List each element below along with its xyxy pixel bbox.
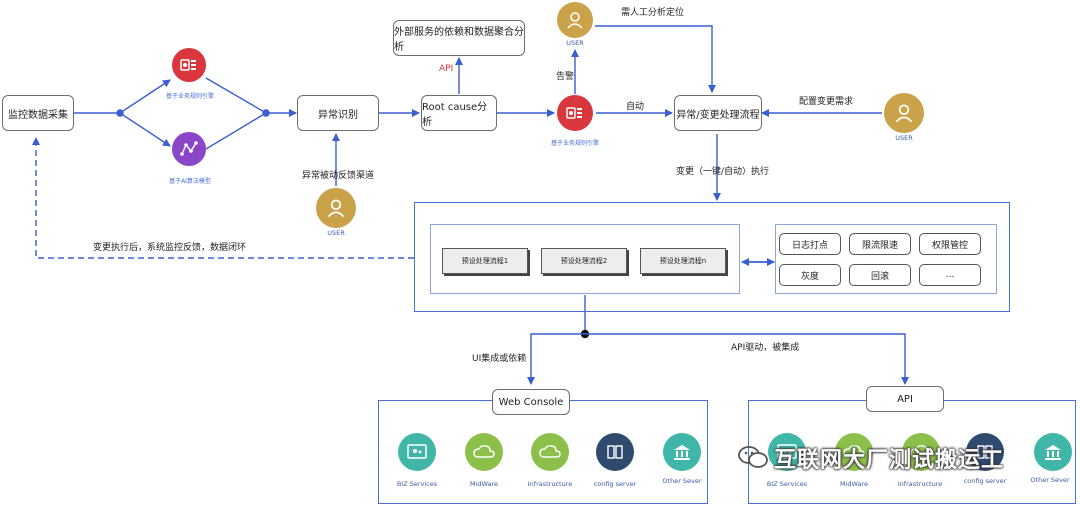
anomaly-node-label: 异常识别: [318, 109, 358, 121]
feature-rollback: 回滚: [849, 264, 911, 286]
config-server-2-label: config server: [963, 477, 1007, 485]
passive-feedback-label: 异常被动反馈渠道: [302, 171, 375, 181]
biz-services-label: BIZ Services: [396, 480, 438, 488]
user-bottom-icon: [316, 188, 356, 228]
user-top-icon: [557, 2, 593, 38]
preset-flow-1: 预设处理流程1: [442, 248, 528, 274]
other-server-label: Other Sever: [662, 477, 702, 485]
feature-logging: 日志打点: [779, 233, 841, 255]
user-top-label: USER: [566, 39, 584, 47]
config-server-label: config server: [593, 480, 637, 488]
external-node-label: 外部服务的依赖和数据聚合分析: [394, 27, 524, 53]
biz-services-2-label: BIZ Services: [766, 480, 808, 488]
preset-flow-2: 预设处理流程2: [541, 248, 627, 274]
user-right-label: USER: [895, 134, 913, 142]
feature-more: …: [919, 264, 981, 286]
ai-model-icon: [172, 132, 206, 166]
auto-edge-label: 自动: [626, 102, 645, 112]
infrastructure-2-label: Infrastructure: [897, 480, 943, 488]
feature-rate-limit: 限流限速: [849, 233, 911, 255]
web-console-label: Web Console: [498, 396, 564, 408]
config-server-icon: [596, 433, 634, 471]
ai-model-label: 基于AI算法模型: [169, 178, 211, 185]
midware-icon: [465, 433, 503, 471]
alert-edge-label: 告警: [556, 72, 575, 82]
feedback-loop-label: 变更执行后，系统监控反馈，数据闭环: [93, 243, 247, 253]
monitor-node-label: 监控数据采集: [8, 109, 68, 121]
other-server-2-label: Other Sever: [1030, 476, 1070, 484]
config-change-label: 配置变更需求: [799, 97, 854, 107]
wechat-icon: [737, 444, 769, 474]
midware-2-label: MidWare: [839, 480, 869, 488]
root-cause-node-label: Root cause分析: [422, 102, 488, 128]
ui-integration-label: UI集成或依赖: [472, 354, 527, 364]
other-server-2-icon: [1034, 433, 1072, 471]
api-node-label: API: [897, 393, 913, 405]
user-bottom-label: USER: [327, 229, 345, 237]
monitor-data-collection-node: 监控数据采集: [2, 95, 74, 131]
root-cause-node: Root cause分析: [421, 95, 497, 131]
api-driven-label: API驱动，被集成: [731, 343, 800, 353]
execution-frame: [414, 202, 1010, 312]
exception-change-process-node: 异常/变更处理流程: [674, 95, 762, 131]
midware-2-icon: [835, 433, 873, 471]
user-right-icon: [884, 93, 924, 133]
infrastructure-icon: [531, 433, 569, 471]
feature-gray-release: 灰度: [779, 264, 841, 286]
external-dependency-node: 外部服务的依赖和数据聚合分析: [393, 20, 525, 56]
infrastructure-label: Infrastructure: [527, 480, 573, 488]
execute-label: 变更（一键/自动）执行: [676, 167, 770, 177]
rule-engine-icon: [172, 48, 206, 82]
process-node-label: 异常/变更处理流程: [676, 109, 760, 121]
watermark-text: 互联网大厂测试搬运工: [774, 448, 1005, 473]
rule-engine-2-icon: [557, 95, 593, 131]
api-edge-label: API: [439, 64, 454, 74]
feature-permission: 权限管控: [919, 233, 981, 255]
other-server-icon: [663, 433, 701, 471]
biz-services-2-icon: [768, 433, 806, 471]
rule-engine-label: 基于业务规则引擎: [165, 93, 214, 100]
rule-engine-2-label: 基于业务规则引擎: [550, 140, 599, 147]
api-node: API: [866, 386, 944, 412]
anomaly-detection-node: 异常识别: [297, 95, 379, 131]
biz-services-icon: [398, 433, 436, 471]
web-console-node: Web Console: [492, 389, 570, 415]
midware-label: MidWare: [469, 480, 499, 488]
config-server-2-icon: [966, 433, 1004, 471]
preset-flow-n: 预设处理流程n: [640, 248, 726, 274]
manual-analysis-label: 需人工分析定位: [621, 8, 685, 18]
infrastructure-2-icon: [902, 433, 940, 471]
